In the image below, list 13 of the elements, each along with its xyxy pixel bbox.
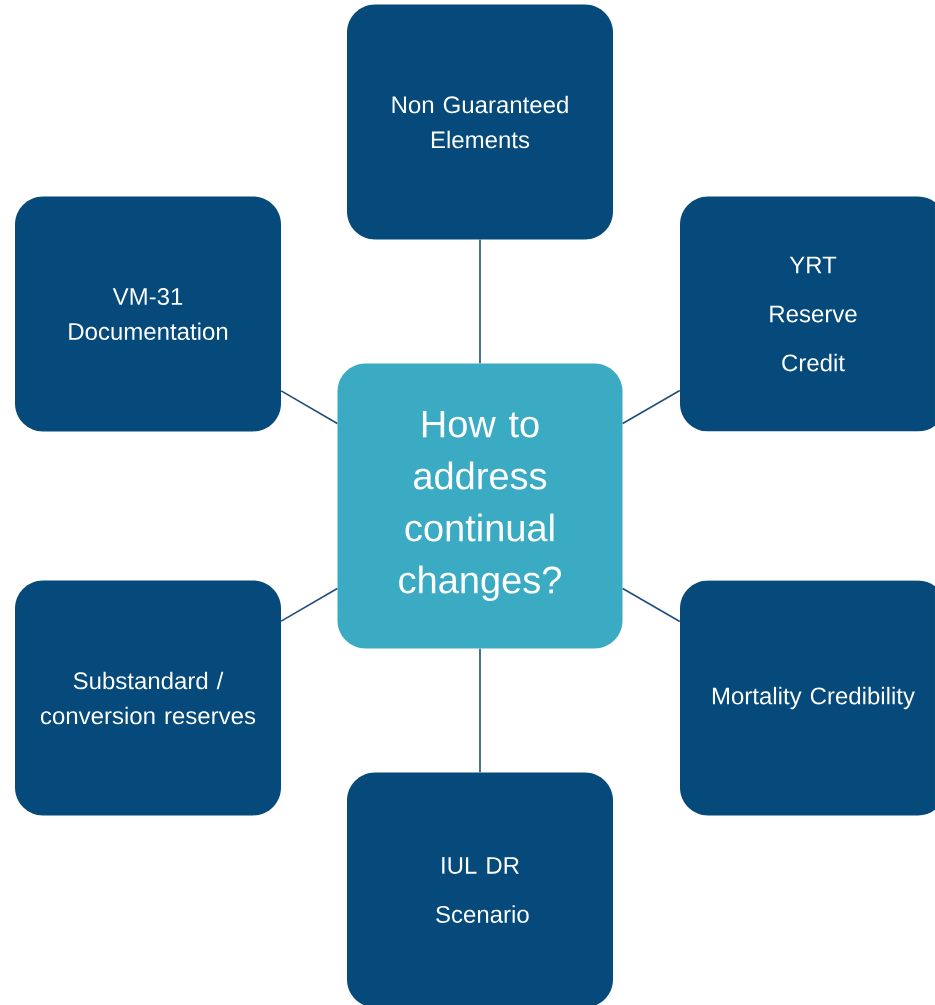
connector-line	[280, 390, 339, 425]
connector-line	[621, 389, 681, 425]
connector-line	[479, 238, 481, 365]
central-box: How to address continual changes?	[337, 363, 623, 649]
topic-box: YRT Reserve Credit	[680, 196, 935, 432]
connector-line	[621, 587, 681, 623]
topic-box: Mortality Credibility	[680, 580, 935, 816]
topic-box: IUL DR Scenario	[347, 772, 613, 1005]
topic-box: Non Guaranteed Elements	[347, 4, 613, 240]
topic-box: VM-31 Documentation	[15, 196, 281, 432]
connector-line	[280, 587, 339, 622]
topic-box: Substandard / conversion reserves	[15, 580, 281, 816]
connector-line	[479, 647, 481, 774]
